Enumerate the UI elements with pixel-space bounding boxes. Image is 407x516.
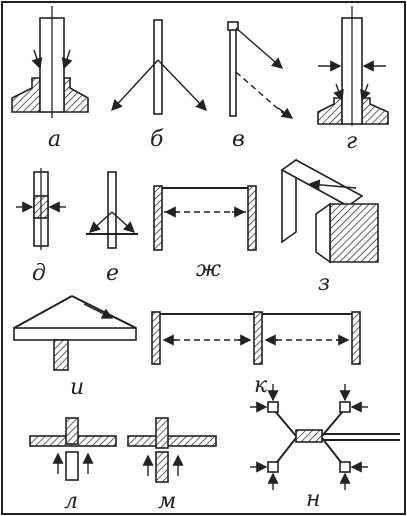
arrow-left xyxy=(31,49,43,70)
post-lower-left xyxy=(267,461,279,473)
arrow-bottom xyxy=(277,107,294,119)
tie-upper-right xyxy=(321,409,345,437)
column-top xyxy=(155,417,169,449)
label-i: и xyxy=(70,375,84,400)
label-m: м xyxy=(158,489,176,514)
post-upper-right xyxy=(339,401,351,413)
base-right xyxy=(63,77,89,113)
label-b: б xyxy=(150,127,164,152)
slab xyxy=(127,435,217,447)
block-side xyxy=(315,202,331,264)
arrow-top xyxy=(235,27,284,69)
label-d: д xyxy=(32,261,46,286)
column-3 xyxy=(351,311,361,365)
figure-i: и xyxy=(13,295,137,400)
brace-left xyxy=(88,211,113,233)
figure-k: к xyxy=(151,311,361,398)
figure-n: н xyxy=(250,384,400,512)
column xyxy=(153,19,163,115)
base-left xyxy=(317,97,343,125)
block xyxy=(329,203,379,263)
arrow-right xyxy=(61,49,73,70)
figure-v: в xyxy=(227,21,294,152)
slab xyxy=(13,327,137,341)
column xyxy=(107,171,117,249)
base-right xyxy=(361,97,389,125)
label-z: з xyxy=(318,271,330,296)
brace-left xyxy=(13,295,73,329)
figure-l: л xyxy=(29,417,117,514)
label-n: н xyxy=(306,487,321,512)
post-lower-right xyxy=(339,461,351,473)
hub xyxy=(295,429,323,443)
column-bottom xyxy=(155,451,169,483)
brace-right xyxy=(71,295,137,329)
arrow-wedge-right xyxy=(360,83,371,102)
figure-b: б xyxy=(111,19,207,152)
label-k: к xyxy=(254,373,268,398)
brace-right xyxy=(111,211,136,233)
column-left xyxy=(153,185,163,251)
label-g: г xyxy=(346,129,357,154)
column-top xyxy=(65,417,79,445)
figure-zh: ж xyxy=(153,185,257,282)
column-right xyxy=(247,185,257,251)
column xyxy=(229,25,237,117)
post-upper-left xyxy=(267,401,279,413)
label-a: а xyxy=(48,127,61,152)
label-v: в xyxy=(232,127,245,152)
figure-e: е xyxy=(86,171,138,286)
base-left xyxy=(11,77,41,113)
arrow-wedge-left xyxy=(333,83,344,102)
arrow xyxy=(308,179,357,191)
tie-upper-left xyxy=(273,409,297,437)
brace-left xyxy=(111,59,159,112)
dashed-line xyxy=(235,71,285,115)
figure-z: з xyxy=(280,158,379,296)
figure-m: м xyxy=(127,417,217,514)
column-2 xyxy=(253,311,263,365)
figure-d: д xyxy=(16,168,66,286)
column-1 xyxy=(151,311,161,365)
label-e: е xyxy=(106,261,119,286)
column-bottom xyxy=(65,451,79,481)
brace-right xyxy=(157,59,207,112)
label-zh: ж xyxy=(196,257,221,282)
figure-a: а xyxy=(11,6,89,152)
column xyxy=(53,339,69,371)
arrow xyxy=(83,303,114,319)
label-l: л xyxy=(64,489,78,514)
column-cap xyxy=(227,21,239,31)
figure-g: г xyxy=(317,6,389,154)
